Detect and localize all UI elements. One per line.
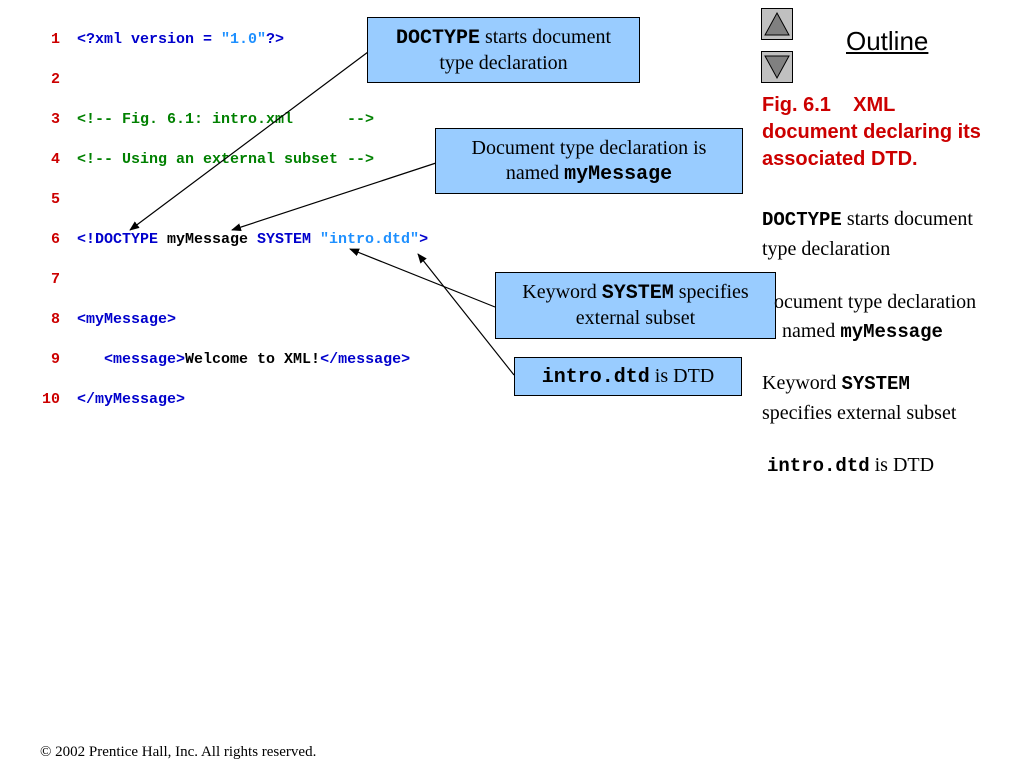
code-token: <?xml version = [77, 31, 222, 48]
callout-named-code: myMessage [564, 162, 673, 186]
callout-system-text1: Keyword [522, 281, 602, 303]
callout-named: Document type declaration is named myMes… [435, 128, 743, 194]
note-system-code: SYSTEM [841, 373, 910, 395]
line-number: 7 [50, 271, 60, 288]
note-doctype-code: DOCTYPE [762, 209, 842, 231]
triangle-up-icon [764, 11, 790, 36]
callout-system: Keyword SYSTEM specifies external subset [495, 272, 776, 339]
code-token: > [419, 231, 429, 248]
callout-doctype: DOCTYPE starts document type declaration [367, 17, 640, 83]
code-text: <message>Welcome to XML!</message> [77, 350, 410, 370]
arrow-doctype [129, 51, 369, 231]
callout-dtd-text: is DTD [649, 364, 715, 387]
line-number: 6 [50, 231, 60, 248]
callout-named-text2: named [505, 161, 565, 184]
line-number: 5 [50, 191, 60, 208]
code-text: <!-- Using an external subset --> [77, 150, 374, 170]
note-named: ocument type declaration named myMessage [774, 288, 1024, 347]
line-number: 4 [50, 151, 60, 168]
outline-title: Outline [846, 26, 929, 56]
note-doctype-a: starts document [841, 208, 973, 230]
arrow-named [231, 162, 437, 231]
code-token: "1.0" [221, 31, 267, 48]
callout-doctype-code: DOCTYPE [395, 26, 480, 50]
code-token: <message> [104, 351, 186, 368]
callout-named-text1: Document type declaration is [471, 136, 707, 159]
code-token: ?> [266, 31, 285, 48]
caption-line-1: Fig. 6.1 XML [762, 94, 896, 116]
callout-system-code: SYSTEM [601, 282, 674, 305]
code-token: <!-- Using an external subset --> [77, 151, 375, 168]
callout-doctype-text1: starts document [479, 25, 612, 48]
previous-slide-button[interactable] [761, 8, 793, 40]
code-token [77, 351, 104, 368]
code-text: </myMessage> [77, 390, 185, 410]
code-token: SYSTEM [257, 231, 321, 248]
line-number: 10 [41, 391, 60, 408]
code-token: <!DOCTYPE [77, 231, 168, 248]
code-token: myMessage [167, 231, 258, 248]
code-text: <!DOCTYPE myMessage SYSTEM "intro.dtd"> [77, 230, 428, 250]
copyright-footer: © 2002 Prentice Hall, Inc. All rights re… [40, 744, 317, 760]
code-token: <myMessage> [77, 311, 177, 328]
code-token: </myMessage> [77, 391, 186, 408]
code-token: </message> [320, 351, 411, 368]
triangle-down-icon [764, 55, 790, 80]
line-number: 8 [50, 311, 60, 328]
note-named-code: myMessage [840, 321, 943, 343]
note-doctype: DOCTYPE starts document type declaration [762, 205, 1024, 264]
callout-doctype-text2: type declaration [439, 51, 568, 74]
code-text: <myMessage> [77, 310, 176, 330]
note-dtd-a: is DTD [869, 454, 935, 476]
code-text: <?xml version = "1.0"?> [77, 30, 284, 50]
code-text: <!-- Fig. 6.1: intro.xml --> [77, 110, 374, 130]
figure-caption: Fig. 6.1 XML document declaring its asso… [762, 92, 1022, 173]
callout-system-text3: external subset [575, 307, 696, 329]
line-number: 1 [50, 31, 60, 48]
note-named-b: named [782, 320, 841, 342]
arrow-system [349, 248, 496, 308]
note-dtd: intro.dtd is DTD [767, 451, 1024, 481]
line-number: 3 [50, 111, 60, 128]
line-number: 9 [50, 351, 60, 368]
callout-dtd-code: intro.dtd [541, 365, 650, 389]
note-named-a: ocument type declaration [774, 291, 977, 313]
note-dtd-code: intro.dtd [767, 455, 870, 477]
callout-system-text2: specifies [673, 281, 749, 303]
code-token: Welcome to XML! [185, 351, 321, 368]
line-number: 2 [50, 71, 60, 88]
note-system-b: specifies external subset [762, 402, 957, 424]
next-slide-button[interactable] [761, 51, 793, 83]
code-token: "intro.dtd" [320, 231, 420, 248]
caption-line-3: associated DTD. [762, 148, 918, 170]
caption-line-2: document declaring its [762, 121, 981, 143]
note-doctype-b: type declaration [762, 238, 891, 260]
code-token: <!-- Fig. 6.1: intro.xml --> [77, 111, 375, 128]
callout-dtd: intro.dtd is DTD [514, 357, 742, 396]
note-system-a: Keyword [762, 372, 842, 394]
note-system: Keyword SYSTEM specifies external subset [762, 369, 1024, 428]
